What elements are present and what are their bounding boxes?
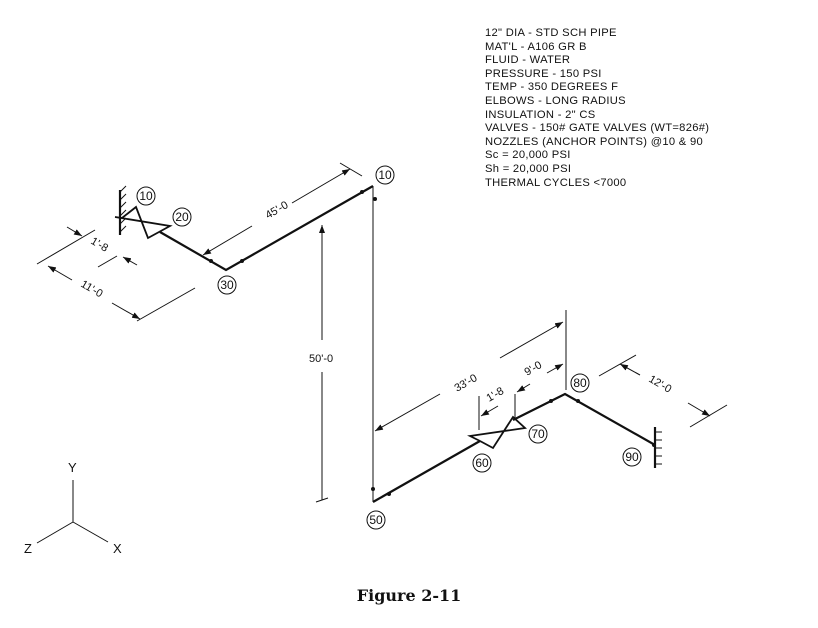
note-line: TEMP - 350 DEGREES F — [485, 81, 619, 94]
svg-text:30: 30 — [220, 278, 234, 292]
note-line: ELBOWS - LONG RADIUS — [485, 94, 626, 107]
svg-text:10: 10 — [139, 189, 153, 203]
svg-text:1'-8: 1'-8 — [485, 385, 507, 404]
note-line: Sh = 20,000 PSI — [485, 162, 572, 175]
dimension-1ft8-left: 1'-8 — [66, 226, 138, 268]
figure-caption: Figure 2-11 — [356, 586, 462, 605]
svg-text:70: 70 — [531, 427, 545, 441]
svg-text:90: 90 — [625, 450, 639, 464]
dimension-11ft: 11'-0 — [36, 229, 196, 322]
gate-valve-icon — [467, 415, 528, 450]
svg-text:Y: Y — [68, 460, 77, 475]
note-line: INSULATION - 2" CS — [485, 108, 596, 121]
anchor-10-icon — [118, 185, 127, 235]
svg-text:50'-0: 50'-0 — [309, 353, 333, 365]
svg-text:50: 50 — [369, 513, 383, 527]
axis-triad: Y Z X — [24, 460, 122, 556]
gate-valve-icon — [114, 205, 173, 240]
svg-text:11'-0: 11'-0 — [79, 278, 105, 300]
svg-text:12'-0: 12'-0 — [647, 373, 674, 395]
node-90: 90 — [622, 447, 642, 467]
note-line: 12" DIA - STD SCH PIPE — [485, 27, 617, 39]
node-70: 70 — [528, 424, 548, 444]
pipe-weld-dots — [209, 190, 656, 496]
svg-text:60: 60 — [475, 456, 489, 470]
svg-text:20: 20 — [175, 210, 189, 224]
node-30: 30 — [217, 275, 237, 295]
node-10-elbow: 10 — [375, 165, 395, 185]
pipe-70-80-90 — [512, 392, 656, 446]
svg-text:10: 10 — [378, 168, 392, 182]
note-line: NOZZLES (ANCHOR POINTS) @10 & 90 — [485, 135, 704, 148]
note-line: PRESSURE - 150 PSI — [485, 67, 602, 80]
dimension-12ft: 12'-0 — [598, 354, 728, 428]
design-notes: 12" DIA - STD SCH PIPE MAT'L - A106 GR B… — [485, 27, 709, 190]
node-50: 50 — [366, 510, 386, 530]
svg-text:9'-0: 9'-0 — [523, 359, 545, 378]
svg-text:80: 80 — [573, 376, 587, 390]
note-line: FLUID - WATER — [485, 54, 571, 67]
dimension-9ft: 9'-0 — [516, 359, 564, 393]
node-80: 80 — [570, 373, 590, 393]
note-line: THERMAL CYCLES <7000 — [485, 176, 627, 189]
node-60: 60 — [472, 453, 492, 473]
pipe-50-60 — [372, 440, 481, 503]
anchor-90-icon — [653, 427, 662, 468]
dimension-50ft: 50'-0 — [309, 225, 333, 503]
svg-text:Z: Z — [24, 541, 32, 556]
dimension-45ft: 45'-0 — [202, 162, 363, 256]
pipe-20-30-10 — [159, 185, 374, 272]
svg-text:X: X — [113, 541, 122, 556]
svg-text:33'-0: 33'-0 — [453, 372, 480, 394]
note-line: Sc = 20,000 PSI — [485, 149, 571, 162]
svg-text:1'-8: 1'-8 — [89, 235, 111, 254]
note-line: VALVES - 150# GATE VALVES (WT=826#) — [485, 122, 710, 135]
node-20: 20 — [172, 207, 192, 227]
svg-text:45'-0: 45'-0 — [264, 199, 291, 221]
node-10-anchor: 10 — [136, 186, 156, 206]
note-line: MAT'L - A106 GR B — [485, 40, 587, 53]
